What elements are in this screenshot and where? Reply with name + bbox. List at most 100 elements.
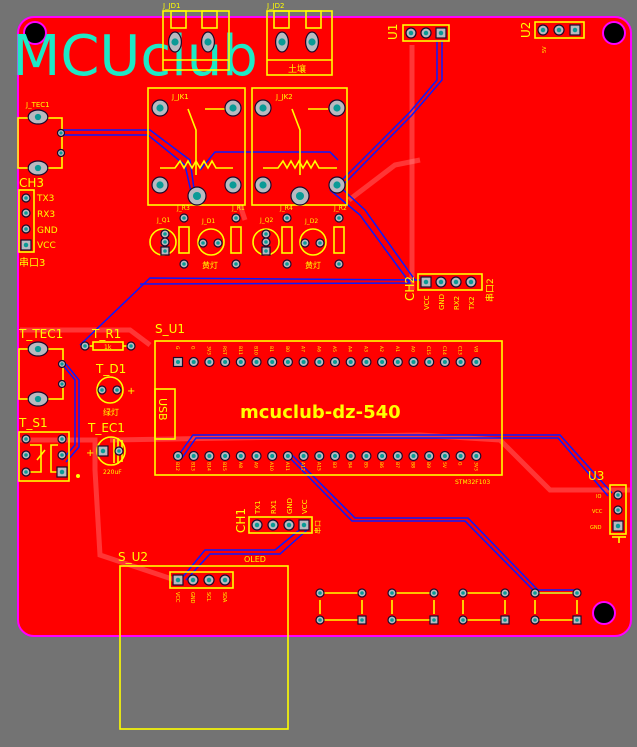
pin-label: SDA [221,592,227,603]
connector-j-jd1[interactable]: J_JD1 [162,2,230,71]
pad [220,356,231,368]
pad [97,385,107,395]
pad [471,356,482,368]
pad [435,276,447,288]
tactile-switch-k4[interactable] [534,592,578,621]
pad [126,341,136,351]
tactile-switch-k1[interactable] [319,592,363,621]
mcu-pin-label: B12 [174,462,180,471]
pad [160,229,170,239]
label-t-ec1: T_EC1 [87,421,125,435]
label-j-q1: J_Q1 [156,217,170,224]
mcu-pin-label: B13 [190,462,196,471]
pad [198,238,208,248]
mcu-pin-label: C13 [457,346,463,355]
pad [224,99,242,117]
inner-layer-traces [20,45,630,583]
tactile-switch-k2[interactable] [391,592,435,621]
pad [455,356,466,368]
label-u2: U2 [519,22,533,38]
pin-label: GND [438,294,446,310]
pin-label: SCL [205,592,211,602]
header-ch3[interactable]: CH3 TX3 RX3 GND VCC 串口3 [18,176,58,269]
pad [405,27,417,39]
label-j-r2: J_R2 [333,205,347,212]
oled-module-s-u2[interactable]: S_U2 OLED VCC GND SCL SDA [118,550,289,730]
pad [21,467,31,477]
mcu-pin-label: RST [221,346,227,355]
header-ch2[interactable]: CH2 VCC GND RX2 TX2 串口2 [403,273,496,311]
mcu-pin-label: B0 [284,346,290,352]
mcu-pin-label: A0 [410,346,416,352]
module-u3[interactable]: U3 IO VCC GND [588,469,627,543]
pad [500,615,510,625]
pad [424,356,435,368]
pad [298,450,309,462]
switch-t-s1[interactable]: T_S1 [18,416,80,482]
pad [471,450,482,462]
label-s-u1: S_U1 [155,322,185,336]
pad [231,213,241,223]
label-j-r1: J_R1 [231,205,245,212]
module-u2[interactable]: U2 5V [519,21,585,53]
pad [188,356,199,368]
mcu-pin-label: A11 [284,462,290,471]
module-u1[interactable]: U1 [386,24,450,42]
pad [57,434,67,444]
pad [251,519,263,531]
pad [172,356,184,368]
pin-label: VCC [174,592,180,603]
label-oled: OLED [244,555,266,564]
mcu-pin-label: A6 [315,346,321,352]
pad [282,450,293,462]
label-j-r3: J_R3 [176,205,190,212]
label-soil: 土壤 [288,63,306,75]
pad [204,356,215,368]
pad [57,359,67,369]
driver-circuit-2[interactable]: J_Q2 J_R4 J_D2 J_R2 黄灯 [252,205,347,270]
pad [21,450,31,460]
pad [235,356,246,368]
pad [458,615,468,625]
pad [500,588,510,598]
polarity-mark: + [127,386,135,397]
pad [465,276,477,288]
mcu-pin-label: B4 [347,462,353,468]
capacitor-t-ec1[interactable]: T_EC1 + 220uF [86,421,126,476]
pad [553,24,565,36]
connector-j-jd2[interactable]: J_JD2 土壤 [266,2,333,76]
mcu-pin-label: B3 [331,462,337,468]
pad [357,615,367,625]
pad [27,341,49,357]
pad [345,450,356,462]
pad [569,24,581,36]
led-t-d1[interactable]: T_D1 + 绿灯 [95,362,135,417]
label-j-jd2: J_JD2 [266,2,284,10]
pad [435,27,447,39]
pad [408,356,419,368]
mcu-pin-label: A4 [347,346,353,352]
pin-label: GND [590,525,602,531]
pad [392,356,403,368]
pad [21,224,31,234]
header-ch1[interactable]: CH1 TX1 RX1 GND VCC 串口 [234,498,322,534]
pad [57,450,67,460]
mcu-pin-label: G [457,462,463,466]
pad [282,356,293,368]
pad [572,615,582,625]
tactile-switch-k3[interactable] [462,592,506,621]
label-ch1: CH1 [234,508,248,533]
pin-label: RX2 [453,296,461,310]
mcu-pin-label: B7 [394,462,400,468]
pad [420,27,432,39]
label-t-tec1: T_TEC1 [18,327,63,341]
mcuclub-logo: MCUclub [12,24,258,89]
pin-label: RX3 [37,210,55,220]
label-t-r1: T_R1 [91,327,121,341]
mcu-pin-label: B14 [205,462,211,471]
pad [254,99,272,117]
pad [224,176,242,194]
pad [261,237,271,247]
